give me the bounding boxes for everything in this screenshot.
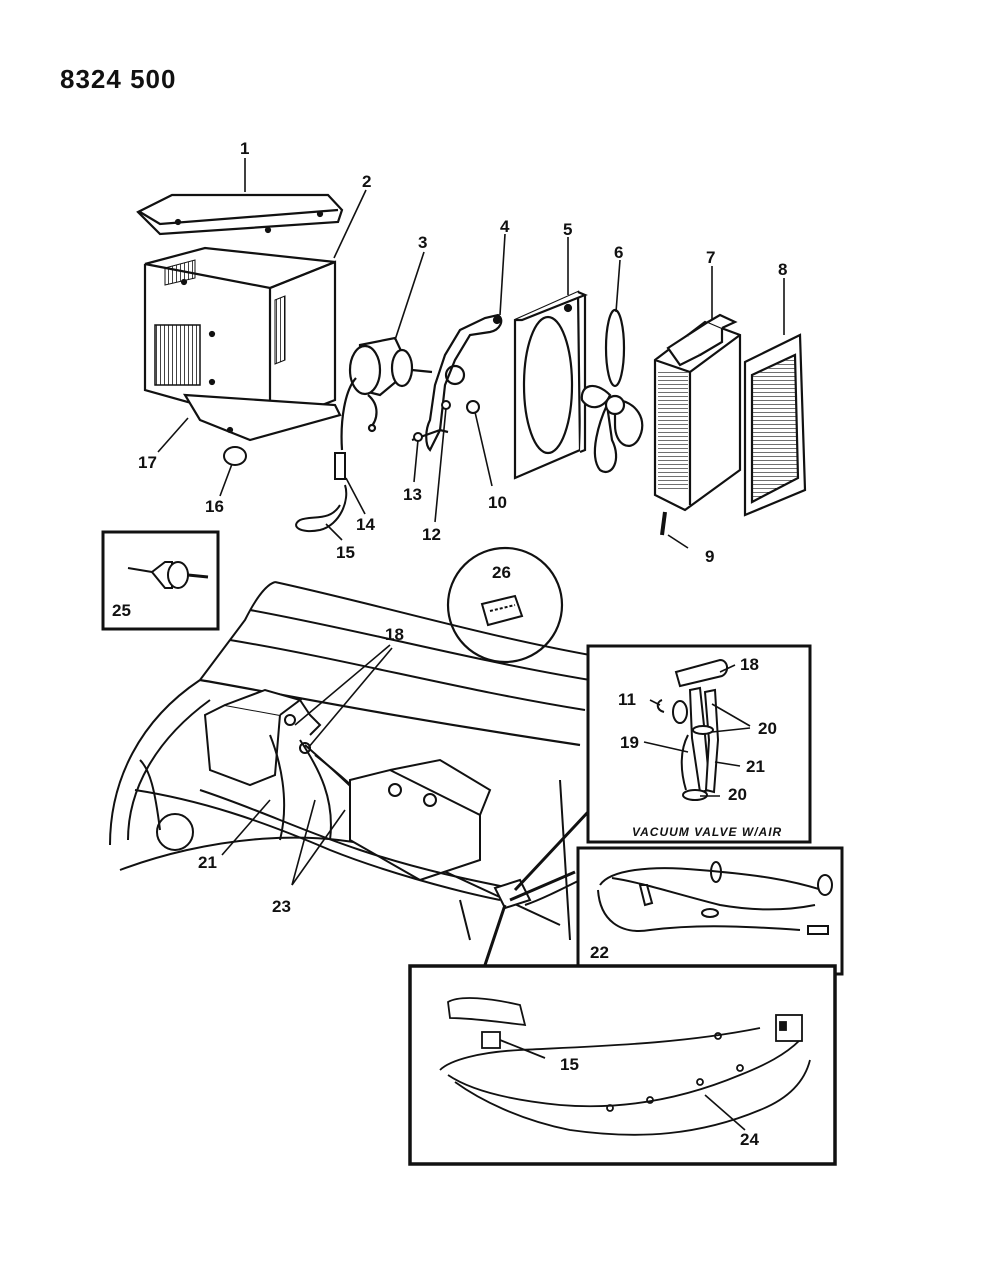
inset-cable-callout-22: 22 — [590, 943, 609, 962]
callout-17: 17 — [138, 453, 157, 472]
callout-25: 25 — [112, 601, 131, 620]
inset-vac-callout-20b: 20 — [728, 785, 747, 804]
callout-23: 23 — [272, 897, 291, 916]
inset-harness-callout-15: 15 — [560, 1055, 579, 1074]
motor-bracket — [411, 313, 503, 452]
inset-vac-callout-19: 19 — [620, 733, 639, 752]
callout-13: 13 — [403, 485, 422, 504]
engine-bay-scene — [109, 581, 591, 941]
callout-1: 1 — [240, 139, 249, 158]
callout-26: 26 — [492, 563, 511, 582]
blower-motor — [340, 336, 433, 451]
inset-25: 25 — [101, 530, 220, 631]
inset-cable: 22 — [576, 846, 844, 976]
callout-21: 21 — [198, 853, 217, 872]
callouts-scene: 18 21 23 — [198, 625, 404, 916]
callout-18: 18 — [385, 625, 404, 644]
fan-shroud — [513, 290, 588, 480]
callout-5: 5 — [563, 220, 572, 239]
inset-harness: 15 24 — [408, 964, 837, 1166]
leader-lines-top — [157, 158, 785, 549]
inset-harness-callout-24: 24 — [740, 1130, 759, 1149]
inset-26: 26 — [446, 546, 564, 664]
callout-14: 14 — [356, 515, 375, 534]
blower-fan — [580, 308, 644, 473]
heater-housing — [143, 246, 342, 442]
callout-10: 10 — [488, 493, 507, 512]
callout-8: 8 — [778, 260, 787, 279]
callout-2: 2 — [362, 172, 371, 191]
callout-16: 16 — [205, 497, 224, 516]
heater-core — [653, 313, 742, 536]
heater-grille — [743, 333, 807, 517]
callout-12: 12 — [422, 525, 441, 544]
callout-3: 3 — [418, 233, 427, 252]
inset-vac-callout-11: 11 — [618, 690, 636, 709]
callout-15: 15 — [336, 543, 355, 562]
inset-vac-callout-21: 21 — [746, 757, 765, 776]
inset-vac-callout-18: 18 — [740, 655, 759, 674]
callout-9: 9 — [705, 547, 714, 566]
callout-6: 6 — [614, 243, 623, 262]
drain-plug — [223, 446, 247, 466]
caption-vacuum-valve: VACUUM VALVE W/AIR — [632, 825, 782, 839]
motor-wire — [295, 452, 348, 532]
callout-4: 4 — [500, 217, 510, 236]
inset-vac-callout-20a: 20 — [758, 719, 777, 738]
leader-lines-scene — [221, 644, 590, 966]
heater-cover — [136, 193, 344, 236]
figure-code: 8324 500 — [60, 64, 176, 94]
inset-vacuum-valve: 18 11 20 19 21 20 VACUUM VALVE W/AIR — [586, 644, 812, 844]
callouts-top: 1 2 3 4 5 6 7 8 9 10 12 13 14 15 16 17 — [138, 139, 787, 566]
callout-7: 7 — [706, 248, 715, 267]
